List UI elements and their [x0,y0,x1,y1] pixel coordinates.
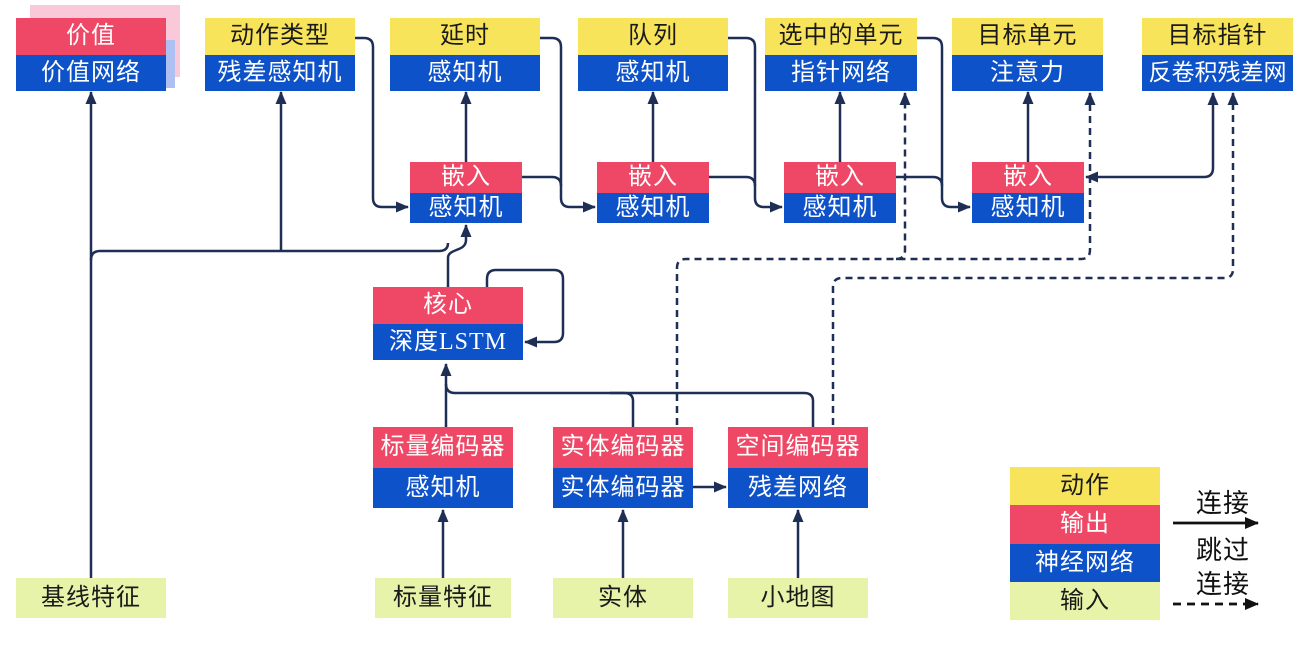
head-action-type-box: 动作类型 残差感知机 [205,18,355,91]
embedding-4-network-label: 感知机 [972,192,1084,223]
spatial-encoder-network-label: 残差网络 [728,467,868,508]
head-selected-units-action-label: 选中的单元 [765,18,917,55]
head-target-unit-action-label: 目标单元 [952,18,1103,55]
embedding-3-output-label: 嵌入 [784,162,896,193]
embedding-2-network-label: 感知机 [597,192,709,223]
skip-connections [675,92,1239,425]
scalar-encoder-network-label: 感知机 [373,467,513,508]
head-queue-network-label: 感知机 [578,54,728,91]
core-box: 核心 深度LSTM [373,287,523,360]
scalar-features-input-box: 标量特征 [375,578,511,618]
embedding-3-box: 嵌入 感知机 [784,162,896,223]
minimap-label: 小地图 [728,578,868,618]
baseline-features-input-box: 基线特征 [16,578,166,618]
head-action-type-network-label: 残差感知机 [205,54,355,91]
embedding-1-box: 嵌入 感知机 [410,162,522,223]
embedding-1-network-label: 感知机 [410,192,522,223]
legend-skip-label-line1: 跳过 [1195,536,1250,565]
head-queue-action-label: 队列 [578,18,728,55]
head-action-type-action-label: 动作类型 [205,18,355,55]
head-queue-box: 队列 感知机 [578,18,728,91]
head-target-unit-box: 目标单元 注意力 [952,18,1103,91]
spatial-encoder-box: 空间编码器 残差网络 [728,427,868,508]
head-value-output-label: 价值 [16,18,166,55]
spatial-encoder-output-label: 空间编码器 [728,427,868,468]
scalar-features-label: 标量特征 [375,578,511,618]
legend-action-label: 动作 [1010,467,1160,506]
head-target-point-action-label: 目标指针 [1142,18,1293,55]
head-target-point-box: 目标指针 反卷积残差网 [1142,18,1293,91]
minimap-input-box: 小地图 [728,578,868,618]
entity-encoder-output-label: 实体编码器 [553,427,693,468]
embedding-2-box: 嵌入 感知机 [597,162,709,223]
head-target-point-network-label: 反卷积残差网 [1142,54,1293,91]
embedding-4-box: 嵌入 感知机 [972,162,1084,223]
head-value-box: 价值 价值网络 [16,18,166,91]
entities-label: 实体 [553,578,693,618]
embedding-3-network-label: 感知机 [784,192,896,223]
core-network-label: 深度LSTM [373,323,523,360]
legend-output-label: 输出 [1010,505,1160,544]
entity-encoder-network-label: 实体编码器 [553,467,693,508]
core-output-label: 核心 [373,287,523,324]
entity-encoder-box: 实体编码器 实体编码器 [553,427,693,508]
embedding-2-output-label: 嵌入 [597,162,709,193]
head-value-network-label: 价值网络 [16,54,166,91]
head-selected-units-box: 选中的单元 指针网络 [765,18,917,91]
legend-solid-connection-label: 连接 [1195,489,1250,518]
scalar-encoder-box: 标量编码器 感知机 [373,427,513,508]
head-target-unit-network-label: 注意力 [952,54,1103,91]
legend-color-key: 动作 输出 神经网络 输入 [1010,467,1160,620]
legend-skip-label-line2: 连接 [1195,570,1250,599]
embedding-4-output-label: 嵌入 [972,162,1084,193]
head-delay-network-label: 感知机 [390,54,540,91]
legend-input-label: 输入 [1010,581,1160,620]
solid-connections [85,36,1219,578]
baseline-features-label: 基线特征 [16,578,166,618]
head-selected-units-network-label: 指针网络 [765,54,917,91]
legend-network-label: 神经网络 [1010,543,1160,582]
head-delay-box: 延时 感知机 [390,18,540,91]
legend-arrows [1173,517,1259,610]
embedding-1-output-label: 嵌入 [410,162,522,193]
scalar-encoder-output-label: 标量编码器 [373,427,513,468]
entities-input-box: 实体 [553,578,693,618]
head-delay-action-label: 延时 [390,18,540,55]
